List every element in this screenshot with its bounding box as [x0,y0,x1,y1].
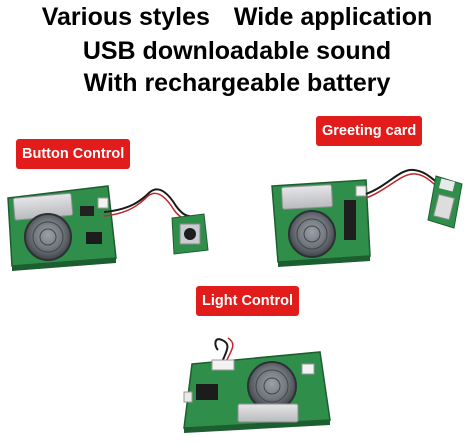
headline-rechargeable-battery: With rechargeable battery [83,69,391,97]
headline-line-1: Various styles Wide application [0,2,474,32]
headline-various-styles: Various styles [41,3,210,31]
light-control-module [183,337,331,433]
greeting-card-module [271,168,463,267]
button-control-module [7,185,209,271]
light-control-badge: Light Control [196,286,300,316]
greeting-card-badge: Greeting card [316,116,423,146]
button-control-badge: Button Control [16,139,131,169]
headline-usb-sound: USB downloadable sound [82,37,392,65]
headline-wide-application: Wide application [233,3,433,31]
